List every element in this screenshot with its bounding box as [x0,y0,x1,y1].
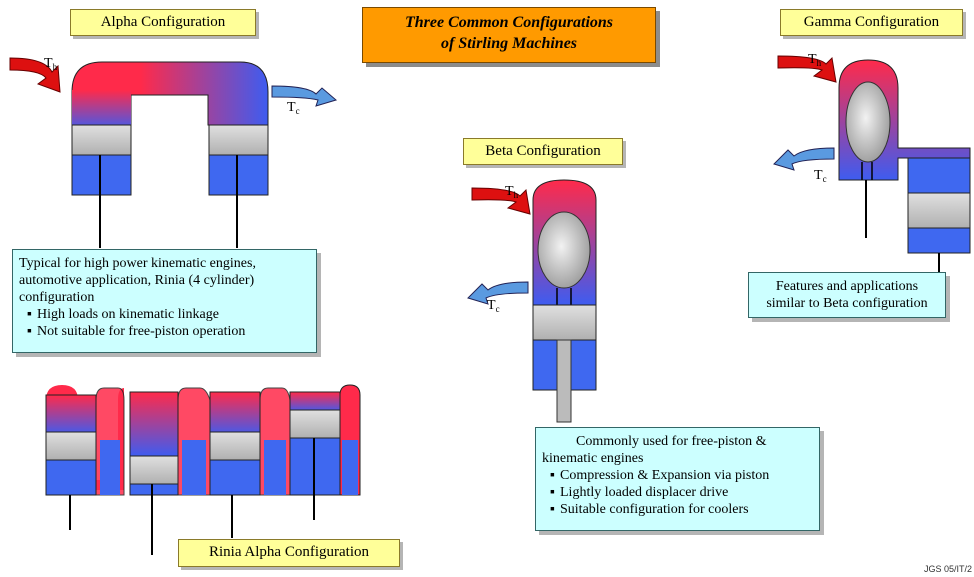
alpha-cold-piston [208,124,269,156]
beta-label: Beta Configuration [463,138,623,165]
alpha-engine [71,61,269,248]
beta-note-intro-1: Commonly used for free-piston & [576,434,767,449]
beta-hot-temp-label: Th [505,184,519,200]
beta-heat-in-arrow [471,187,531,215]
gamma-power-piston [907,192,971,229]
beta-displacer [537,211,591,289]
credit-text: JGS 05/IT/2 [923,564,972,574]
title-line-2: of Stirling Machines [440,35,578,52]
alpha-note-intro-2: automotive application, Rinia (4 cylinde… [19,273,255,288]
alpha-label: Alpha Configuration [70,9,256,36]
title-line-1: Three Common Configurations [404,14,614,31]
diagram-title: Three Common Configurations of Stirling … [362,7,656,63]
alpha-note-intro-1: Typical for high power kinematic engines… [19,256,256,271]
alpha-note-bullet: Not suitable for free-piston operation [19,323,310,340]
gamma-hot-temp-label: Th [808,52,822,68]
alpha-note: Typical for high power kinematic engines… [12,249,317,353]
alpha-hot-piston [71,124,132,156]
gamma-note-line-2: similar to Beta configuration [766,296,928,311]
beta-piston [532,304,597,341]
gamma-engine [838,59,971,272]
alpha-note-bullet: High loads on kinematic linkage [19,306,310,323]
beta-note-bullet: Suitable configuration for coolers [542,501,813,518]
alpha-heat-out-arrow [271,85,338,107]
beta-cold-temp-label: Tc [487,298,500,314]
gamma-displacer [845,81,891,163]
rinia-engine [45,384,361,555]
alpha-note-intro-3: configuration [19,290,95,305]
alpha-cold-temp-label: Tc [287,100,300,116]
gamma-cold-temp-label: Tc [814,168,827,184]
beta-note: Commonly used for free-piston & kinemati… [535,427,820,531]
gamma-note-line-1: Features and applications [775,279,919,294]
beta-note-bullets: Compression & Expansion via piston Light… [542,467,813,518]
alpha-note-bullets: High loads on kinematic linkage Not suit… [19,306,310,340]
gamma-heat-in-arrow [777,55,837,83]
beta-note-bullet: Compression & Expansion via piston [542,467,813,484]
rinia-label: Rinia Alpha Configuration [178,539,400,567]
beta-engine [532,179,597,423]
gamma-heat-out-arrow [773,147,835,171]
beta-heat-out-arrow [467,281,529,305]
alpha-heat-in-arrow [9,57,61,93]
gamma-note: Features and applications similar to Bet… [748,272,946,318]
gamma-label: Gamma Configuration [780,9,963,36]
beta-note-intro-2: kinematic engines [542,451,644,466]
alpha-hot-temp-label: Th [44,56,58,72]
beta-note-bullet: Lightly loaded displacer drive [542,484,813,501]
